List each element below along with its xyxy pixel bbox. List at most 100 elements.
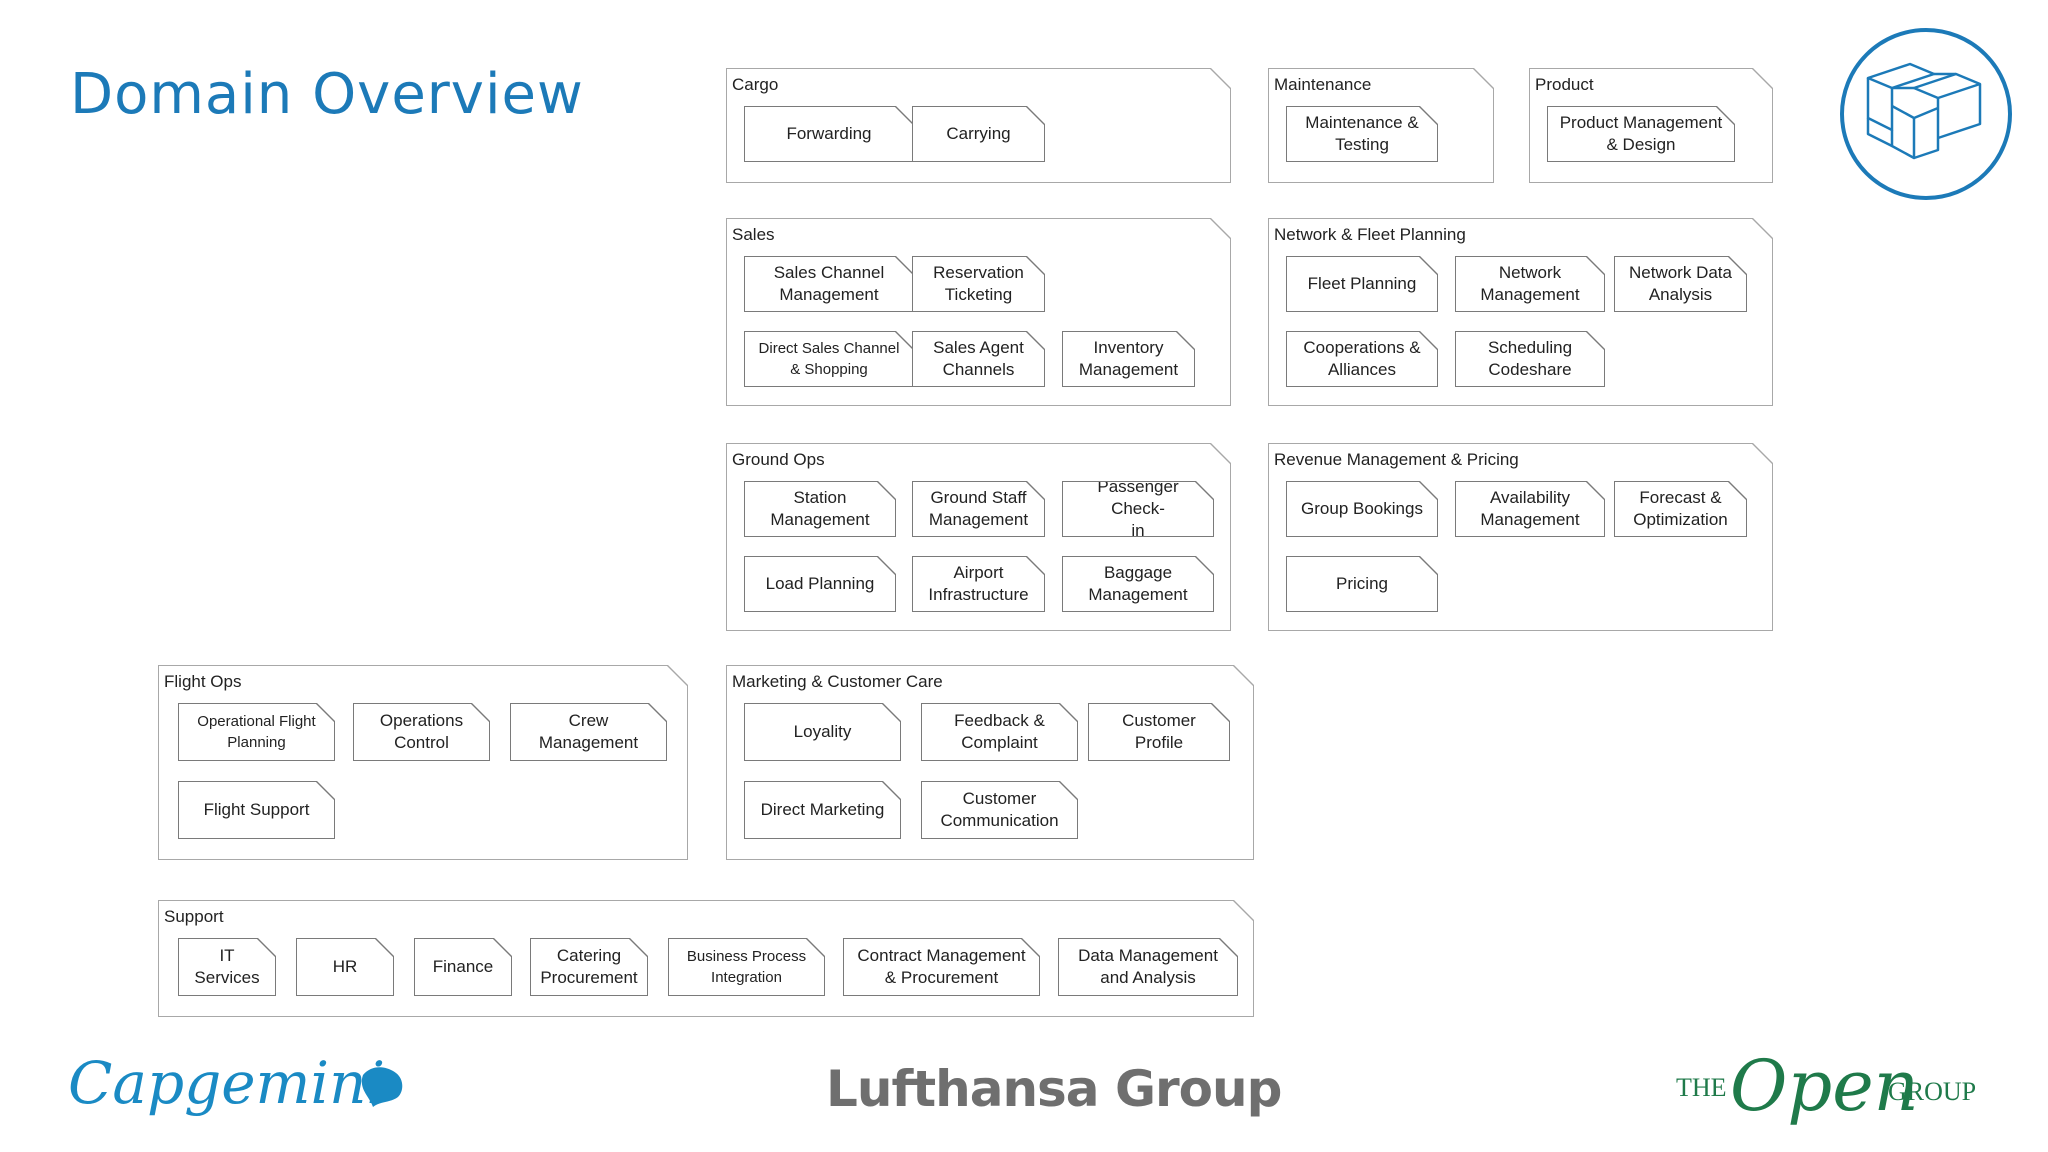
capability-box: Scheduling Codeshare xyxy=(1455,331,1605,387)
capability-label: Direct Marketing xyxy=(745,782,900,838)
capability-box: Network Management xyxy=(1455,256,1605,312)
capability-label: Scheduling Codeshare xyxy=(1456,332,1604,386)
lufthansa-logo: Lufthansa Group xyxy=(826,1060,1282,1118)
capability-box: Operational Flight Planning xyxy=(178,703,335,761)
capability-box: Baggage Management xyxy=(1062,556,1214,612)
capability-label: Feedback & Complaint xyxy=(922,704,1077,760)
capgemini-logo: Capgemini xyxy=(68,1049,403,1117)
capability-box: Station Management xyxy=(744,481,896,537)
domain-label: Maintenance xyxy=(1274,75,1372,94)
capability-box: Airport Infrastructure xyxy=(912,556,1045,612)
capability-label: Catering Procurement xyxy=(531,939,647,995)
capability-label: Availability Management xyxy=(1456,482,1604,536)
capability-box: Data Management and Analysis xyxy=(1058,938,1238,996)
capability-label: Flight Support xyxy=(179,782,334,838)
domain-label: Revenue Management & Pricing xyxy=(1274,450,1519,469)
capability-box: Customer Profile xyxy=(1088,703,1230,761)
capability-box: Flight Support xyxy=(178,781,335,839)
capability-box: Passenger Check- in xyxy=(1062,481,1214,537)
capability-label: Sales Agent Channels xyxy=(913,332,1044,386)
capgemini-wordmark: Capgemini xyxy=(68,1049,385,1117)
capability-label: Forecast & Optimization xyxy=(1615,482,1746,536)
capability-box: Sales Channel Management xyxy=(744,256,914,312)
capability-label: Business Process Integration xyxy=(669,939,824,995)
capability-box: Carrying xyxy=(912,106,1045,162)
capability-label: Operations Control xyxy=(354,704,489,760)
capability-box: Pricing xyxy=(1286,556,1438,612)
capability-box: Catering Procurement xyxy=(530,938,648,996)
capability-box: Customer Communication xyxy=(921,781,1078,839)
capability-label: Carrying xyxy=(913,107,1044,161)
capability-label: Group Bookings xyxy=(1287,482,1437,536)
capability-label: Reservation Ticketing xyxy=(913,257,1044,311)
domain-label: Network & Fleet Planning xyxy=(1274,225,1466,244)
capability-label: HR xyxy=(297,939,393,995)
capability-box: Group Bookings xyxy=(1286,481,1438,537)
domain-label: Flight Ops xyxy=(164,672,242,691)
capability-box: Ground Staff Management xyxy=(912,481,1045,537)
capability-label: Sales Channel Management xyxy=(745,257,913,311)
cubes-icon xyxy=(1840,28,2012,200)
capability-label: Cooperations & Alliances xyxy=(1287,332,1437,386)
domain-label: Support xyxy=(164,907,224,926)
opengroup-group: GROUP xyxy=(1888,1077,1976,1106)
capability-label: Data Management and Analysis xyxy=(1059,939,1237,995)
capability-label: Customer Communication xyxy=(922,782,1077,838)
capability-label: Network Management xyxy=(1456,257,1604,311)
capability-box: Forwarding xyxy=(744,106,914,162)
capability-box: Direct Marketing xyxy=(744,781,901,839)
capability-label: Customer Profile xyxy=(1089,704,1229,760)
capability-box: Sales Agent Channels xyxy=(912,331,1045,387)
capability-label: Passenger Check- in xyxy=(1063,482,1213,536)
capability-label: IT Services xyxy=(179,939,275,995)
domain-label: Sales xyxy=(732,225,775,244)
capability-label: Airport Infrastructure xyxy=(913,557,1044,611)
capability-label: Load Planning xyxy=(745,557,895,611)
capability-label: Inventory Management xyxy=(1063,332,1194,386)
opengroup-open: Open xyxy=(1730,1045,1919,1127)
capability-box: Finance xyxy=(414,938,512,996)
capability-box: Availability Management xyxy=(1455,481,1605,537)
capability-box: Product Management & Design xyxy=(1547,106,1735,162)
capability-label: Loyality xyxy=(745,704,900,760)
capability-box: Contract Management & Procurement xyxy=(843,938,1040,996)
capability-label: Contract Management & Procurement xyxy=(844,939,1039,995)
capability-label: Network Data Analysis xyxy=(1615,257,1746,311)
domain-cargo: Cargo xyxy=(726,68,1231,183)
capability-label: Finance xyxy=(415,939,511,995)
capability-box: Load Planning xyxy=(744,556,896,612)
capability-box: Network Data Analysis xyxy=(1614,256,1747,312)
capability-box: Forecast & Optimization xyxy=(1614,481,1747,537)
capability-box: Maintenance & Testing xyxy=(1286,106,1438,162)
capability-box: Inventory Management xyxy=(1062,331,1195,387)
domain-label: Marketing & Customer Care xyxy=(732,672,943,691)
capability-label: Ground Staff Management xyxy=(913,482,1044,536)
capability-box: Reservation Ticketing xyxy=(912,256,1045,312)
page-title: Domain Overview xyxy=(70,62,584,127)
capability-box: Operations Control xyxy=(353,703,490,761)
capability-label: Direct Sales Channel & Shopping xyxy=(745,332,913,386)
capability-label: Baggage Management xyxy=(1063,557,1213,611)
capability-label: Station Management xyxy=(745,482,895,536)
capability-label: Operational Flight Planning xyxy=(179,704,334,760)
opengroup-the: THE xyxy=(1676,1073,1727,1102)
domain-label: Product xyxy=(1535,75,1594,94)
capability-box: HR xyxy=(296,938,394,996)
capability-box: Crew Management xyxy=(510,703,667,761)
domain-label: Cargo xyxy=(732,75,779,94)
capability-label: Crew Management xyxy=(511,704,666,760)
domain-label: Ground Ops xyxy=(732,450,825,469)
spade-icon xyxy=(361,1067,403,1107)
capability-box: Cooperations & Alliances xyxy=(1286,331,1438,387)
capability-box: Business Process Integration xyxy=(668,938,825,996)
capability-label: Fleet Planning xyxy=(1287,257,1437,311)
capability-box: Loyality xyxy=(744,703,901,761)
capability-label: Pricing xyxy=(1287,557,1437,611)
capability-box: IT Services xyxy=(178,938,276,996)
capability-label: Forwarding xyxy=(745,107,913,161)
capability-box: Fleet Planning xyxy=(1286,256,1438,312)
opengroup-logo: THE Open GROUP xyxy=(1676,1045,1976,1127)
capability-box: Direct Sales Channel & Shopping xyxy=(744,331,914,387)
capability-label: Product Management & Design xyxy=(1548,107,1734,161)
capability-box: Feedback & Complaint xyxy=(921,703,1078,761)
